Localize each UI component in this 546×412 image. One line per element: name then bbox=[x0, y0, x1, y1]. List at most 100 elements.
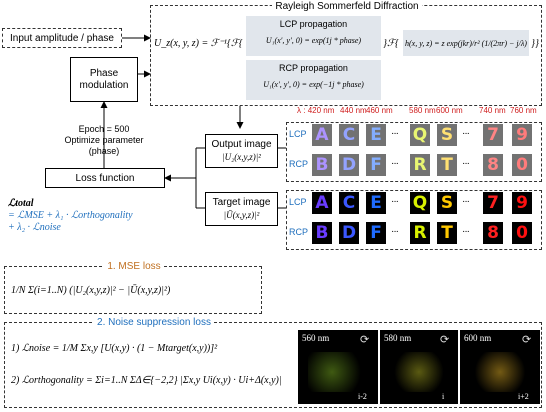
loss-box-label: Loss function bbox=[75, 172, 135, 184]
rcp-equation: U₁(x′, y′, 0) = exp(−1j * phase) bbox=[263, 80, 364, 89]
optimize-annotation: Epoch = 500 Optimize parameter (phase) bbox=[50, 124, 158, 157]
kernel-formula: h(x, y, z) = z exp(jkr)/r² (1/(2πr) − j/… bbox=[403, 30, 529, 56]
output-lcp-letter: S bbox=[437, 124, 457, 146]
target-rcp-letter: F bbox=[366, 222, 386, 244]
target-rcp-label: RCP bbox=[289, 227, 309, 237]
optimize-phase-label: (phase) bbox=[88, 146, 120, 156]
photo-3-glow bbox=[470, 352, 530, 392]
target-lcp-letter: A bbox=[312, 192, 332, 214]
input-box-label: Input amplitude / phase bbox=[10, 32, 114, 44]
rotation-icon: ⟳ bbox=[440, 334, 450, 346]
input-amplitude-phase-box: Input amplitude / phase bbox=[2, 28, 122, 48]
photo-2-glow bbox=[390, 352, 448, 392]
output-lcp-ellipsis-1: ··· bbox=[391, 128, 399, 139]
output-lcp-letter: E bbox=[366, 124, 386, 146]
output-rcp-letter: 0 bbox=[512, 154, 532, 176]
target-rcp-letter: 8 bbox=[483, 222, 503, 244]
noise-eq2: 2) ℒorthogonality = Σi=1..N ΣΔ∈{−2,2} |Σ… bbox=[11, 375, 282, 386]
target-rcp-ellipsis-2: ··· bbox=[462, 226, 470, 237]
photo-2-wavelength: 580 nm bbox=[384, 333, 412, 343]
output-rcp-ellipsis-1: ··· bbox=[391, 158, 399, 169]
phase-box-label: Phase modulation bbox=[79, 67, 129, 91]
photo-2-index: i bbox=[442, 392, 445, 401]
photo-i: 580 nm ⟳ i bbox=[380, 330, 458, 404]
lcp-label: LCP propagation bbox=[279, 19, 348, 29]
photo-1-glow bbox=[308, 352, 368, 392]
wavelength-3: 460 nm bbox=[366, 106, 393, 115]
mse-equation: 1/N Σ(i=1..N) (|U₂(x,y,z)|² − |Ū(x,y,z)|… bbox=[11, 285, 171, 296]
output-rcp-letter: T bbox=[437, 154, 457, 176]
rayleigh-lhs: U_z(x, y, z) = ℱ⁻¹{ℱ{ bbox=[154, 38, 243, 49]
output-lcp-letter: 9 bbox=[512, 124, 532, 146]
output-rcp-letter: R bbox=[410, 154, 430, 176]
target-rcp-letter: B bbox=[312, 222, 332, 244]
target-lcp-letter: S bbox=[437, 192, 457, 214]
target-lcp-ellipsis-1: ··· bbox=[391, 196, 399, 207]
epoch-label: Epoch = 500 bbox=[78, 124, 130, 134]
wavelength-4: 580 nm bbox=[409, 106, 436, 115]
lcp-propagation-panel: LCP propagation U₁(x′, y′, 0) = exp(1j *… bbox=[246, 16, 381, 56]
output-eq: |U₂(x,y,z)|² bbox=[222, 152, 261, 162]
l-total-line2: + λ₂ · ℒnoise bbox=[8, 222, 61, 233]
rotation-icon: ⟳ bbox=[522, 334, 532, 346]
output-image-box: Output image |U₂(x,y,z)|² bbox=[205, 134, 278, 168]
wavelength-7: 760 nm bbox=[510, 106, 537, 115]
target-title: Target image bbox=[212, 197, 271, 208]
mse-title: 1. MSE loss bbox=[104, 261, 164, 272]
output-title: Output image bbox=[211, 139, 272, 150]
lambda-symbol: λ : bbox=[297, 106, 306, 115]
target-lcp-ellipsis-2: ··· bbox=[462, 196, 470, 207]
noise-eq1: 1) ℒnoise = 1/M Σx,y [U(x,y) · (1 − Mtar… bbox=[11, 343, 218, 354]
target-rcp-letter: R bbox=[410, 222, 430, 244]
l-total-line1: = ℒMSE + λ₁ · ℒorthogonality bbox=[8, 210, 133, 221]
output-rcp-letter: 8 bbox=[483, 154, 503, 176]
target-eq: |Ū(x,y,z)|² bbox=[223, 210, 260, 220]
target-rcp-letter: T bbox=[437, 222, 457, 244]
photo-i-plus-2: 600 nm ⟳ i+2 bbox=[460, 330, 540, 404]
noise-title: 2. Noise suppression loss bbox=[94, 317, 214, 328]
wavelength-6: 740 nm bbox=[479, 106, 506, 115]
lcp-equation: U₁(x′, y′, 0) = exp(1j * phase) bbox=[265, 36, 362, 45]
photo-1-wavelength: 560 nm bbox=[302, 333, 330, 343]
output-rcp-ellipsis-2: ··· bbox=[462, 158, 470, 169]
l-total-label: ℒtotal bbox=[8, 198, 34, 209]
photo-3-index: i+2 bbox=[518, 392, 529, 401]
wavelength-row: λ : 420 nm bbox=[297, 106, 334, 115]
target-lcp-letter: E bbox=[366, 192, 386, 214]
target-image-box: Target image |Ū(x,y,z)|² bbox=[205, 192, 278, 226]
target-rcp-ellipsis-1: ··· bbox=[391, 226, 399, 237]
target-images-group bbox=[286, 190, 542, 250]
photo-3-wavelength: 600 nm bbox=[464, 333, 492, 343]
l-total-formula: ℒtotal = ℒMSE + λ₁ · ℒorthogonality + λ₂… bbox=[8, 198, 133, 234]
target-lcp-letter: C bbox=[339, 192, 359, 214]
wavelength-1: 420 nm bbox=[307, 106, 335, 115]
wavelength-2: 440 nm bbox=[340, 106, 367, 115]
target-lcp-letter: Q bbox=[410, 192, 430, 214]
output-lcp-letter: C bbox=[339, 124, 359, 146]
phase-modulation-box: Phase modulation bbox=[70, 57, 138, 102]
optimize-label: Optimize parameter bbox=[64, 135, 144, 145]
output-lcp-label: LCP bbox=[289, 129, 307, 139]
output-lcp-letter: 7 bbox=[483, 124, 503, 146]
rayleigh-end: }} bbox=[531, 38, 539, 49]
target-lcp-letter: 9 bbox=[512, 192, 532, 214]
target-lcp-label: LCP bbox=[289, 197, 307, 207]
target-rcp-letter: 0 bbox=[512, 222, 532, 244]
rayleigh-sommerfeld-box: Rayleigh Sommerfeld Diffraction U_z(x, y… bbox=[150, 1, 542, 106]
rayleigh-mid: }ℱ{ bbox=[383, 38, 399, 49]
output-lcp-ellipsis-2: ··· bbox=[462, 128, 470, 139]
target-rcp-letter: D bbox=[339, 222, 359, 244]
output-lcp-letter: Q bbox=[410, 124, 430, 146]
output-rcp-label: RCP bbox=[289, 159, 309, 169]
rayleigh-title: Rayleigh Sommerfeld Diffraction bbox=[272, 1, 422, 12]
target-lcp-letter: 7 bbox=[483, 192, 503, 214]
output-images-group bbox=[286, 122, 542, 182]
wavelength-5: 600 nm bbox=[436, 106, 463, 115]
output-lcp-letter: A bbox=[312, 124, 332, 146]
noise-suppression-box: 2. Noise suppression loss 1) ℒnoise = 1/… bbox=[4, 317, 542, 408]
output-rcp-letter: D bbox=[339, 154, 359, 176]
loss-function-box: Loss function bbox=[45, 168, 165, 188]
rcp-label: RCP propagation bbox=[279, 63, 348, 73]
output-rcp-letter: B bbox=[312, 154, 332, 176]
